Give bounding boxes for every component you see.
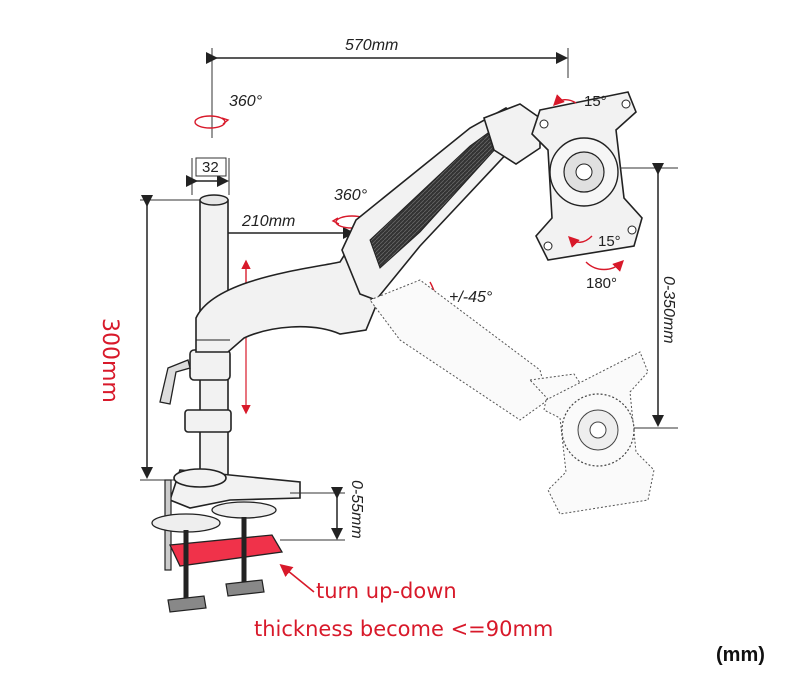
- vertical-travel-dimension: 0-350mm: [652, 163, 677, 427]
- note-line-2: thickness become <=90mm: [254, 617, 553, 641]
- tilt-up-indicator: 15°: [553, 93, 607, 110]
- tilt-up-label: 15°: [584, 93, 607, 110]
- clamp-range-dimension: 0-55mm: [280, 480, 365, 541]
- arm-reach-label: 570mm: [345, 37, 398, 54]
- vesa-plate-upper: [531, 91, 678, 261]
- pole-height-label: 300mm: [97, 318, 122, 403]
- note-line-1: turn up-down: [316, 579, 457, 603]
- pole-diameter-dimension: 32: [186, 157, 230, 195]
- mid-reach-dimension: 210mm: [205, 213, 355, 239]
- lower-arm-ghost: [369, 279, 587, 421]
- vesa-plate-lower: [543, 351, 678, 515]
- rotate-indicator: 180°: [585, 260, 624, 292]
- mid-rotation-label: 360°: [334, 187, 368, 204]
- upper-rotation-indicator: 360°: [194, 93, 263, 129]
- rotate-label: 180°: [586, 275, 617, 292]
- thickness-note: turn up-down thickness become <=90mm: [254, 563, 553, 641]
- upper-arm: [341, 103, 541, 301]
- vertical-travel-label: 0-350mm: [660, 276, 677, 344]
- pole-diameter-label: 32: [202, 159, 219, 176]
- pole-height-dimension: 300mm: [97, 195, 200, 481]
- clamp-range-label: 0-55mm: [348, 480, 365, 539]
- clamp-plate: [169, 534, 284, 567]
- mid-reach-label: 210mm: [241, 213, 295, 230]
- arm-reach-dimension: 570mm: [206, 37, 569, 138]
- tilt-down-indicator: 15°: [568, 233, 621, 250]
- tilt-down-label: 15°: [598, 233, 621, 250]
- unit-label: (mm): [716, 644, 765, 666]
- desk-clamp: [151, 468, 301, 613]
- upper-rotation-label: 360°: [229, 93, 263, 110]
- swivel-label: +/-45°: [449, 289, 493, 306]
